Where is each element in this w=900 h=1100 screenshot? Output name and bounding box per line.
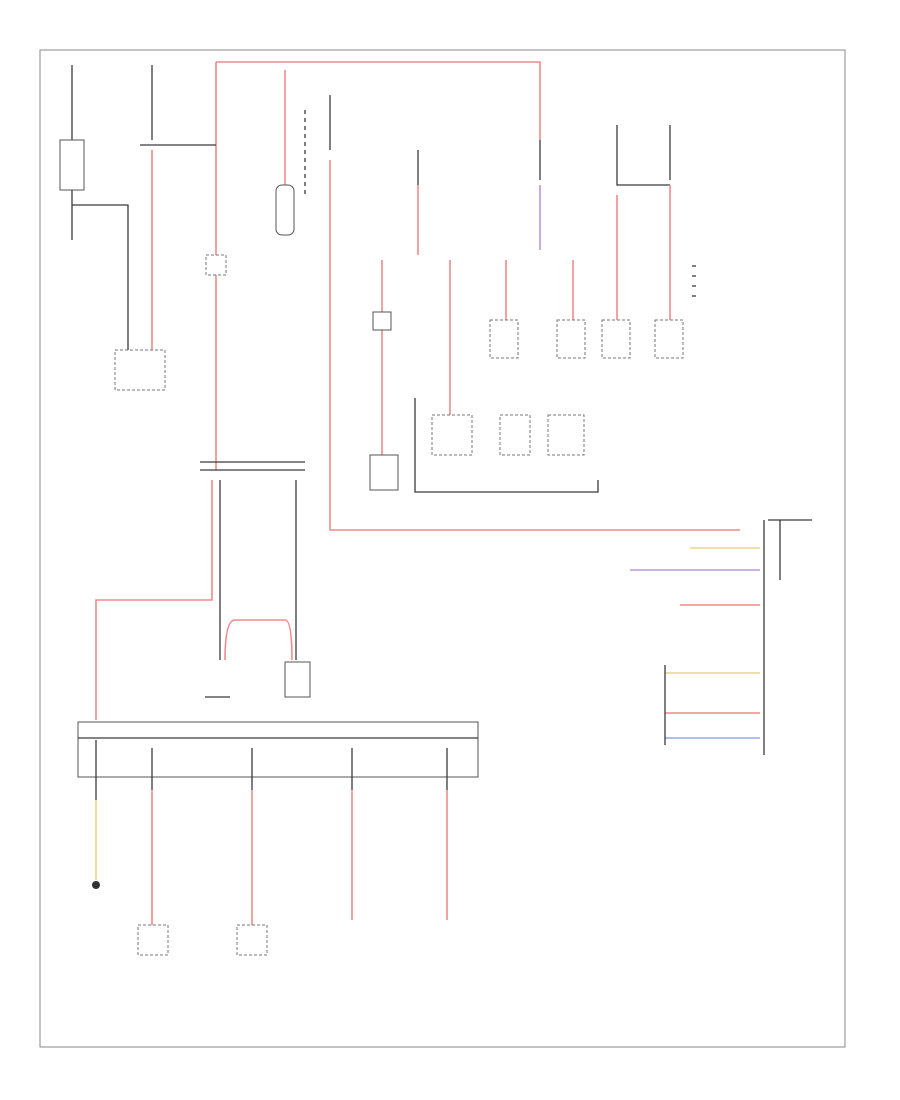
resistor-2-icon xyxy=(372,311,392,331)
comp-row2-c xyxy=(499,414,531,456)
wire-red-engine-starter xyxy=(224,619,293,661)
comp-row1-a xyxy=(489,319,519,359)
comp-row1-d xyxy=(654,319,684,359)
resistor-1-icon xyxy=(205,254,227,276)
connector-icon xyxy=(763,519,812,755)
comp-row1-c xyxy=(601,319,631,359)
comp-row2-b xyxy=(431,414,473,456)
wire-red-relay-down xyxy=(329,160,740,531)
comp-row2-d xyxy=(547,414,585,456)
bracket-group xyxy=(414,398,599,493)
wire-black-battery-c xyxy=(72,204,129,350)
battery-icon xyxy=(59,139,85,191)
starter-icon xyxy=(284,661,311,698)
comp-row2-a xyxy=(369,454,399,491)
wire-red-top-bus xyxy=(216,61,541,140)
out-2-icon xyxy=(236,924,268,956)
diagram-frame xyxy=(39,49,846,1048)
comp-row1-b xyxy=(556,319,586,359)
legend-ticks xyxy=(692,265,696,297)
fuse-holder-icon xyxy=(275,184,295,236)
fuse-box-icon xyxy=(77,721,479,778)
ground-icon xyxy=(92,881,100,889)
wire-black-fuse-c xyxy=(616,125,670,186)
wire-red-splice-left xyxy=(95,480,213,720)
module-left-icon xyxy=(114,349,166,391)
out-1-icon xyxy=(137,924,169,956)
